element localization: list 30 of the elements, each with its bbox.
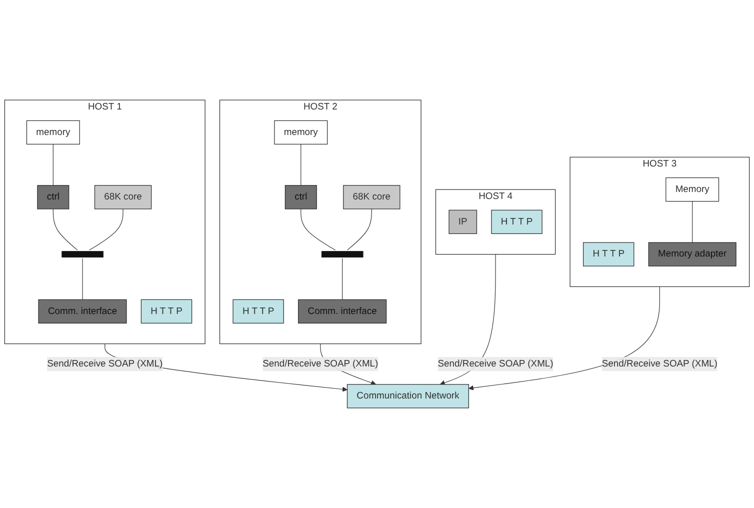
node-box: 68K core bbox=[343, 185, 400, 210]
edge-label: Send/Receive SOAP (XML) bbox=[262, 358, 378, 369]
node-box: Memory adapter bbox=[648, 242, 736, 266]
node-box: Communication Network bbox=[346, 384, 469, 408]
node-box: ctrl bbox=[37, 185, 70, 210]
node-box: H T T P bbox=[232, 299, 284, 324]
node-box: memory bbox=[26, 120, 80, 144]
connector bbox=[346, 208, 372, 250]
node-box: IP bbox=[448, 210, 478, 234]
connector bbox=[52, 208, 78, 250]
connector bbox=[342, 258, 343, 300]
connector bbox=[692, 201, 693, 243]
edge-label: Send/Receive SOAP (XML) bbox=[47, 358, 163, 369]
connector bbox=[300, 144, 302, 186]
connector bbox=[52, 144, 54, 186]
connector bbox=[88, 208, 124, 250]
node-box: H T T P bbox=[583, 242, 634, 266]
arrow bbox=[468, 286, 660, 390]
connector bbox=[82, 258, 83, 300]
node-box: memory bbox=[274, 120, 328, 144]
node-box: ctrl bbox=[284, 185, 317, 210]
node-box: H T T P bbox=[140, 299, 192, 324]
node-box: Comm. interface bbox=[38, 299, 127, 324]
connector bbox=[300, 208, 336, 250]
node-box: H T T P bbox=[491, 210, 542, 234]
node-box: Comm. interface bbox=[298, 299, 387, 324]
node-box: 68K core bbox=[94, 185, 152, 210]
node-box: Memory bbox=[666, 177, 720, 202]
edge-label: Send/Receive SOAP (XML) bbox=[438, 358, 554, 369]
edge-label: Send/Receive SOAP (XML) bbox=[602, 358, 718, 369]
